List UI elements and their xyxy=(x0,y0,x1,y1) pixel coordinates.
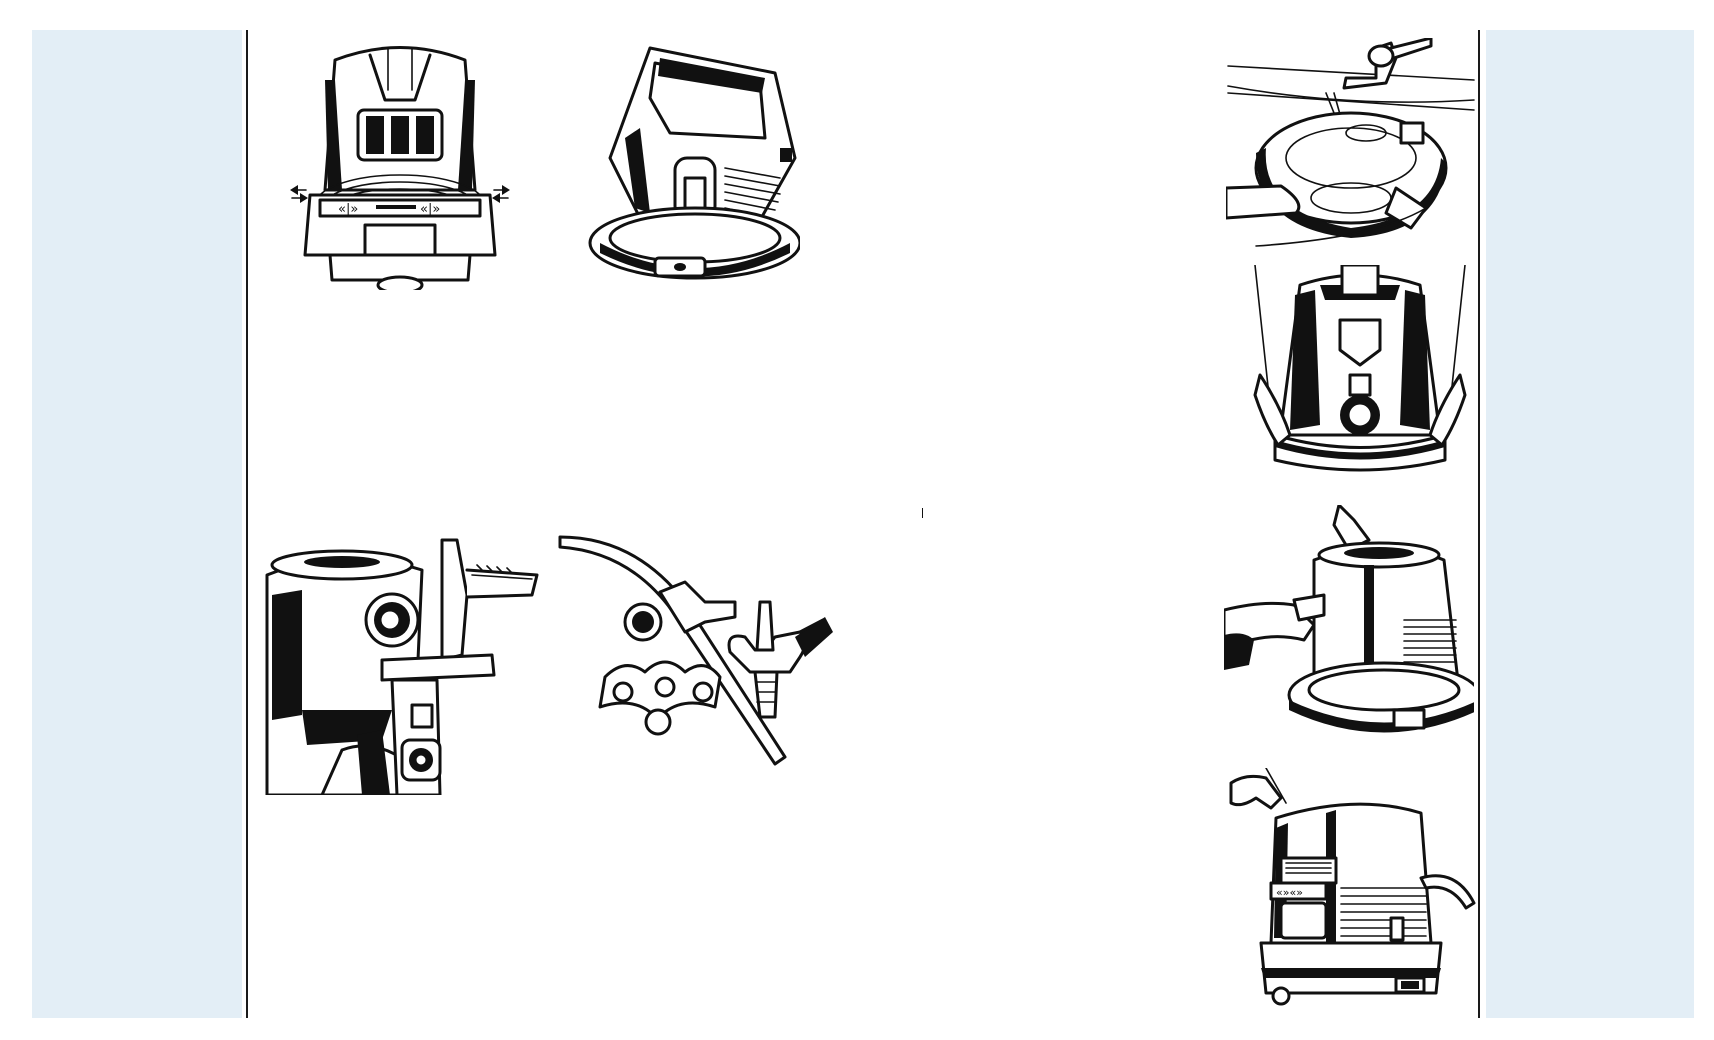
hose-attach-illustration xyxy=(262,535,542,795)
page-center-marker xyxy=(922,508,923,518)
right-margin-band xyxy=(1486,30,1694,1018)
lift-unit-illustration xyxy=(1250,265,1470,485)
svg-text:«|»: «|» xyxy=(338,202,358,217)
left-margin-band xyxy=(32,30,242,1018)
svg-text:«»«»: «»«» xyxy=(1276,886,1303,899)
sink-rinse-illustration xyxy=(1226,38,1476,248)
cord-wrap-illustration: «|» «|» xyxy=(290,40,510,290)
svg-text:«|»: «|» xyxy=(420,202,440,217)
tilt-base-illustration xyxy=(580,38,800,288)
insert-hose-illustration xyxy=(1224,505,1474,745)
press-power-illustration: «»«» xyxy=(1226,768,1476,1008)
left-column-rule xyxy=(246,30,248,1018)
tool-holder-illustration xyxy=(555,532,835,772)
right-column-rule xyxy=(1478,30,1480,1018)
